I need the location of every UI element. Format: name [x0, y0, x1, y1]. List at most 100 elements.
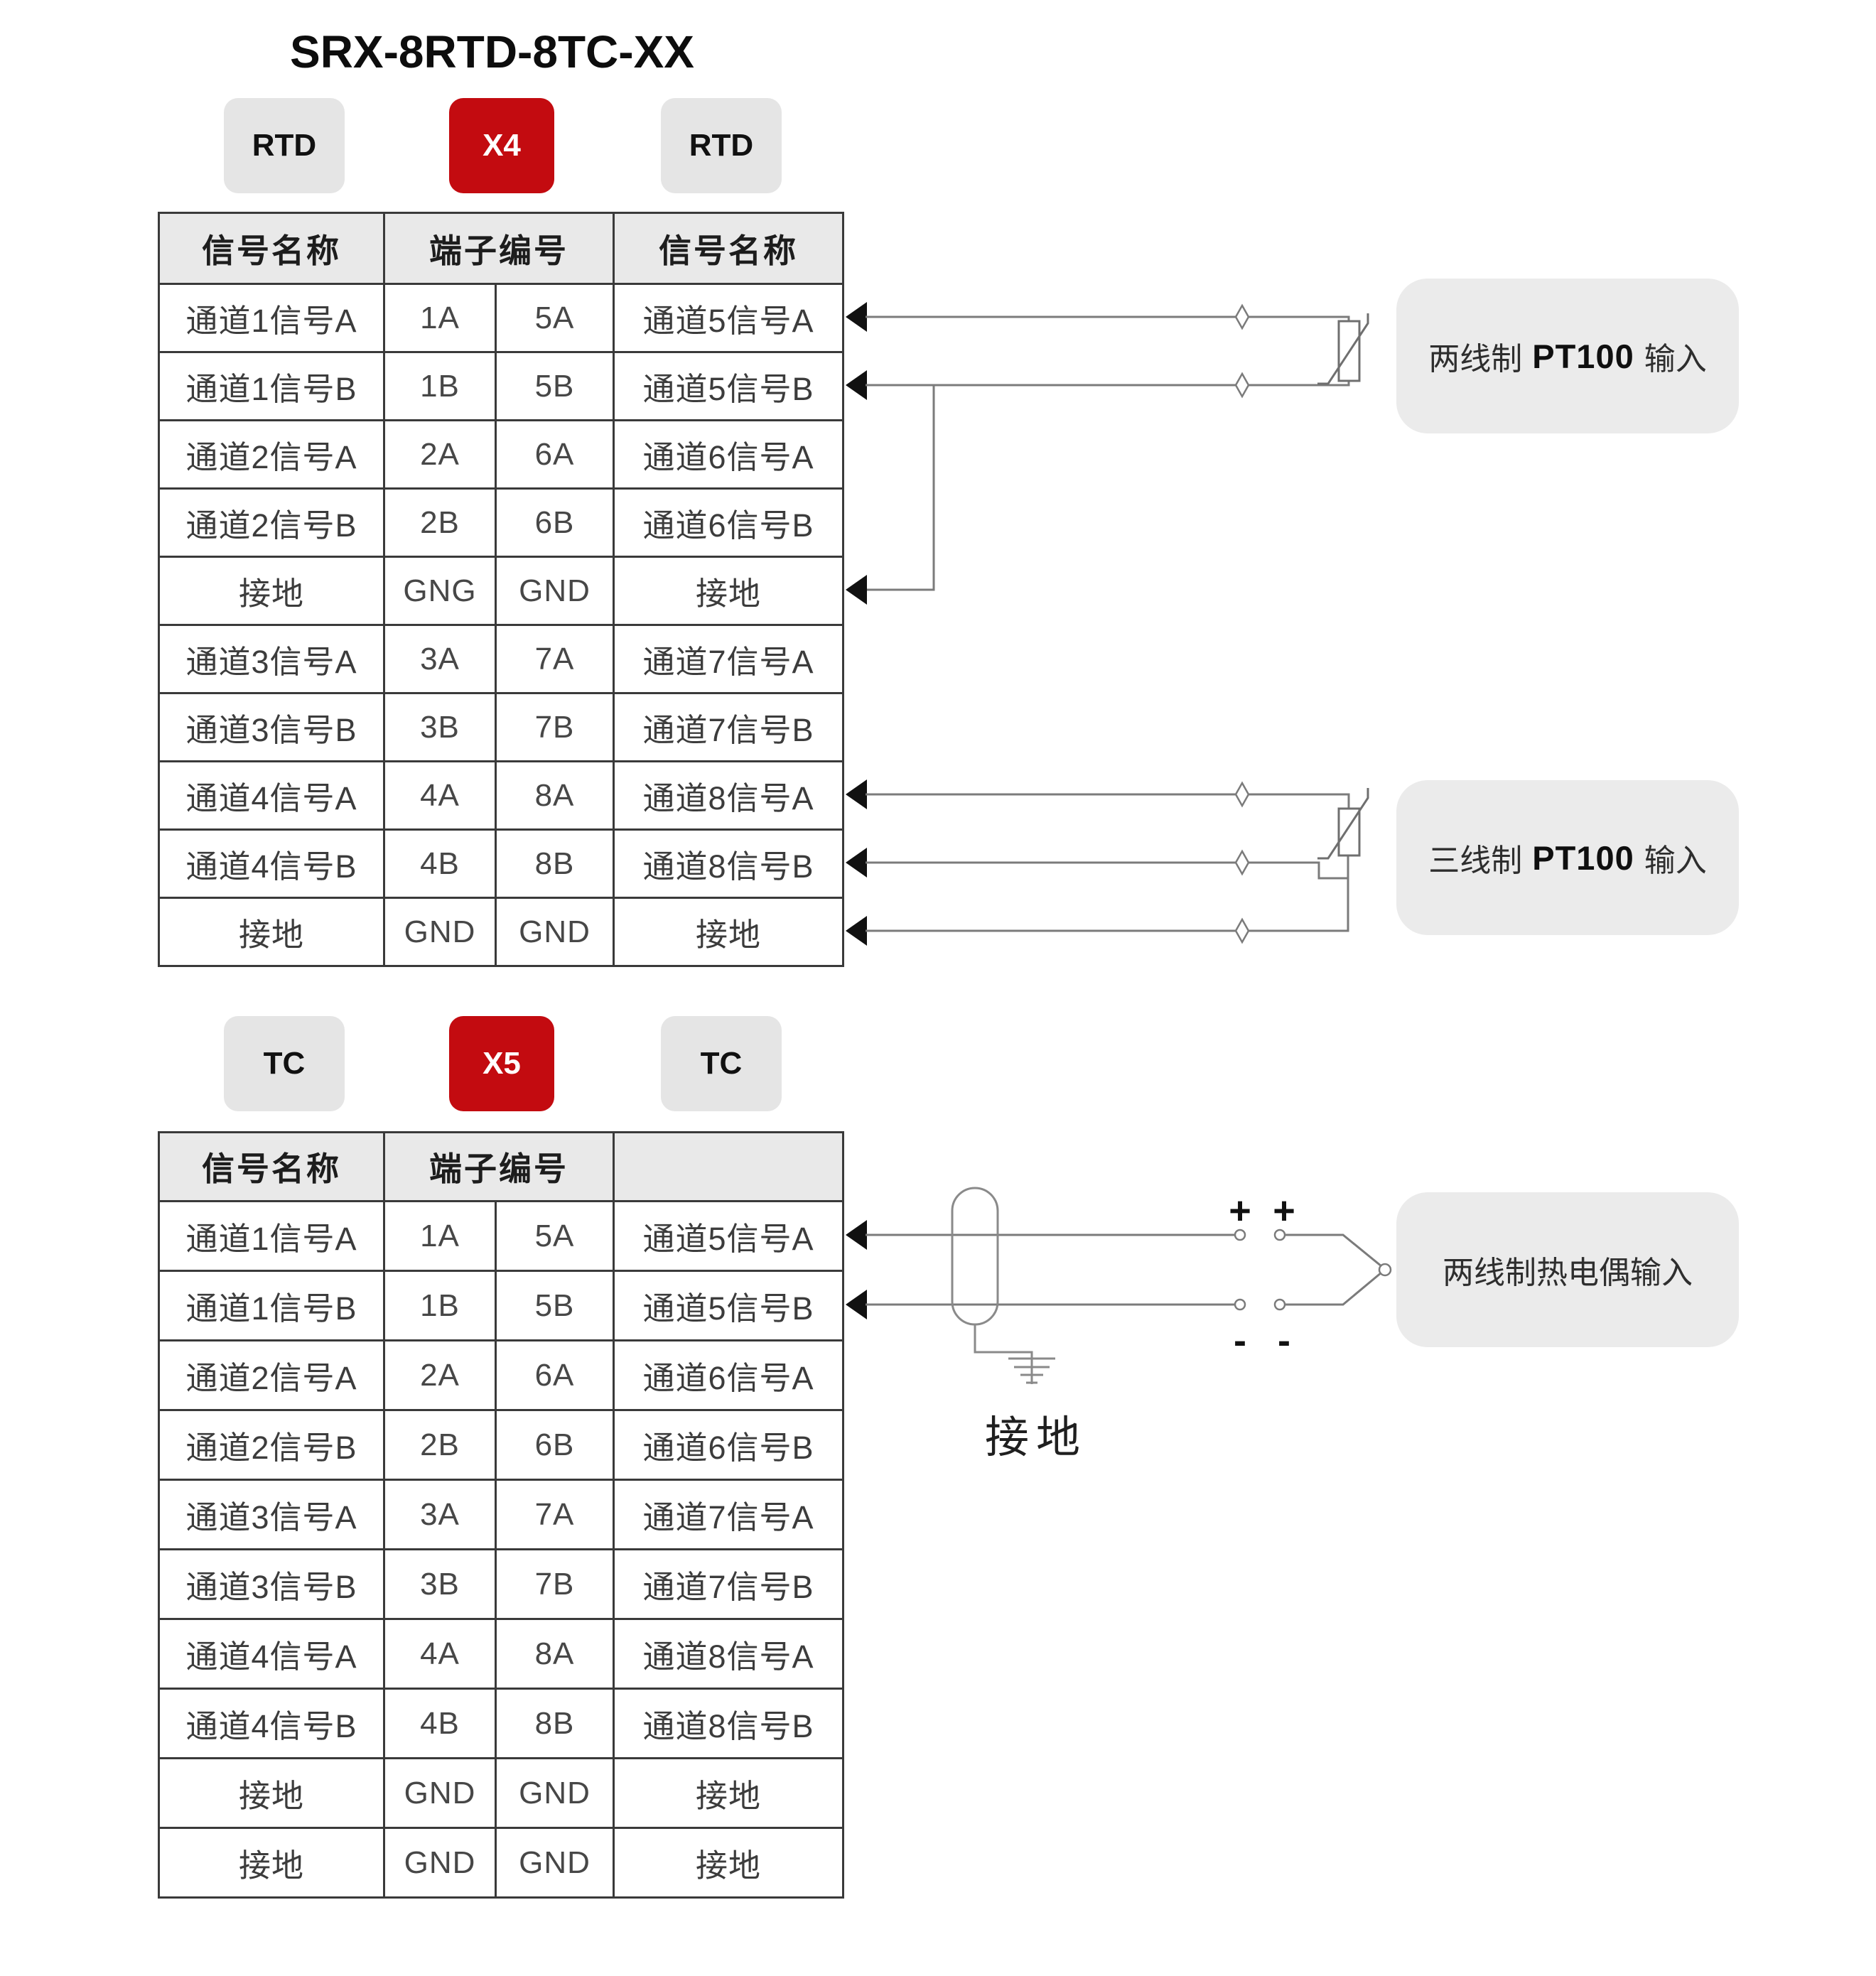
terminal-cell: 1B [383, 351, 497, 421]
signal-cell: 通道6信号A [613, 1339, 844, 1411]
signal-cell: 通道7信号B [613, 1548, 844, 1620]
signal-cell: 通道4信号B [158, 1688, 385, 1759]
signal-cell: 通道2信号A [158, 419, 385, 490]
terminal-cell: 5A [495, 283, 615, 353]
signal-cell: 通道1信号A [158, 1200, 385, 1272]
terminal-cell: 3B [383, 692, 497, 762]
signal-cell: 接地 [158, 1757, 385, 1829]
signal-cell: 通道8信号A [613, 1618, 844, 1690]
terminal-cell: 6A [495, 1339, 615, 1411]
signal-cell: 通道2信号A [158, 1339, 385, 1411]
terminal-cell: 7A [495, 1479, 615, 1550]
terminal-circle-icon [1273, 1298, 1286, 1311]
signal-cell: 通道2信号B [158, 1409, 385, 1481]
thermocouple-2wire-label: 两线制热电偶输入 [1396, 1192, 1739, 1347]
arrow-left-icon [846, 848, 867, 878]
signal-cell: 接地 [158, 897, 385, 967]
signal-cell: 通道4信号A [158, 1618, 385, 1690]
signal-cell: 通道3信号A [158, 624, 385, 694]
signal-cell: 通道3信号B [158, 692, 385, 762]
plus-label: + [1229, 1189, 1251, 1232]
terminal-cell: 4B [383, 1688, 497, 1759]
connection-diamond-icon [1234, 781, 1250, 808]
label-suffix: 输入 [1644, 342, 1707, 377]
signal-cell: 通道2信号B [158, 487, 385, 558]
terminal-cell: 3A [383, 624, 497, 694]
plus-label: + [1273, 1189, 1295, 1232]
signal-cell: 接地 [613, 897, 844, 967]
signal-cell: 接地 [613, 1827, 844, 1899]
terminal-cell: 2B [383, 487, 497, 558]
signal-cell: 通道1信号A [158, 283, 385, 353]
connection-diamond-icon [1234, 372, 1250, 399]
arrow-left-icon [846, 1220, 867, 1250]
label-model: PT100 [1532, 838, 1634, 877]
signal-cell: 通道1信号B [158, 1270, 385, 1341]
signal-cell: 通道5信号A [613, 283, 844, 353]
signal-cell: 通道3信号A [158, 1479, 385, 1550]
label-suffix: 输入 [1644, 843, 1707, 878]
terminal-circle-icon [1234, 1298, 1246, 1311]
terminal-cell: 3A [383, 1479, 497, 1550]
label-model: PT100 [1532, 337, 1634, 375]
signal-cell: 通道1信号B [158, 351, 385, 421]
pt100-3wire-label: 三线制 PT100 输入 [1396, 780, 1739, 935]
signal-cell: 通道5信号B [613, 1270, 844, 1341]
signal-cell: 通道6信号B [613, 487, 844, 558]
ground-symbol-icon [1008, 1357, 1055, 1384]
terminal-cell: 8B [495, 828, 615, 899]
signal-cell: 接地 [158, 1827, 385, 1899]
minus-label: - [1278, 1319, 1290, 1362]
signal-cell: 接地 [158, 556, 385, 626]
terminal-cell: 2B [383, 1409, 497, 1481]
terminal-cell: 8A [495, 760, 615, 831]
signal-cell: 通道7信号A [613, 624, 844, 694]
terminal-cell: 6B [495, 1409, 615, 1481]
terminal-cell: 8A [495, 1618, 615, 1690]
signal-cell: 通道8信号B [613, 1688, 844, 1759]
terminal-cell: 7A [495, 624, 615, 694]
arrow-left-icon [846, 916, 867, 946]
connector-x5-badge: X5 [449, 1016, 554, 1111]
rtd-resistor-icon [1337, 807, 1361, 857]
signal-cell: 通道8信号B [613, 828, 844, 899]
tc-left-badge: TC [224, 1016, 345, 1111]
terminal-cell: 3B [383, 1548, 497, 1620]
label-prefix: 两线制 [1428, 342, 1523, 377]
pt100-2wire-wiring [846, 302, 1369, 605]
terminal-cell: GND [383, 1757, 497, 1829]
terminal-cell: 6B [495, 487, 615, 558]
signal-cell: 通道4信号A [158, 760, 385, 831]
pt100-2wire-label: 两线制 PT100 输入 [1396, 279, 1739, 433]
connection-diamond-icon [1234, 303, 1250, 330]
thermocouple-2wire-wiring: + + - - [846, 1187, 1392, 1384]
terminal-cell: 1A [383, 283, 497, 353]
terminal-number-header: 端子编号 [383, 212, 615, 285]
terminal-number-header: 端子编号 [383, 1131, 615, 1202]
tc-right-badge: TC [661, 1016, 782, 1111]
terminal-cell: 2A [383, 419, 497, 490]
page-title: SRX-8RTD-8TC-XX [290, 26, 694, 77]
terminal-cell: 4A [383, 760, 497, 831]
terminal-cell: GND [495, 1757, 615, 1829]
pt100-3wire-wiring [846, 779, 1369, 946]
terminal-cell: 1B [383, 1270, 497, 1341]
signal-cell: 通道5信号A [613, 1200, 844, 1272]
